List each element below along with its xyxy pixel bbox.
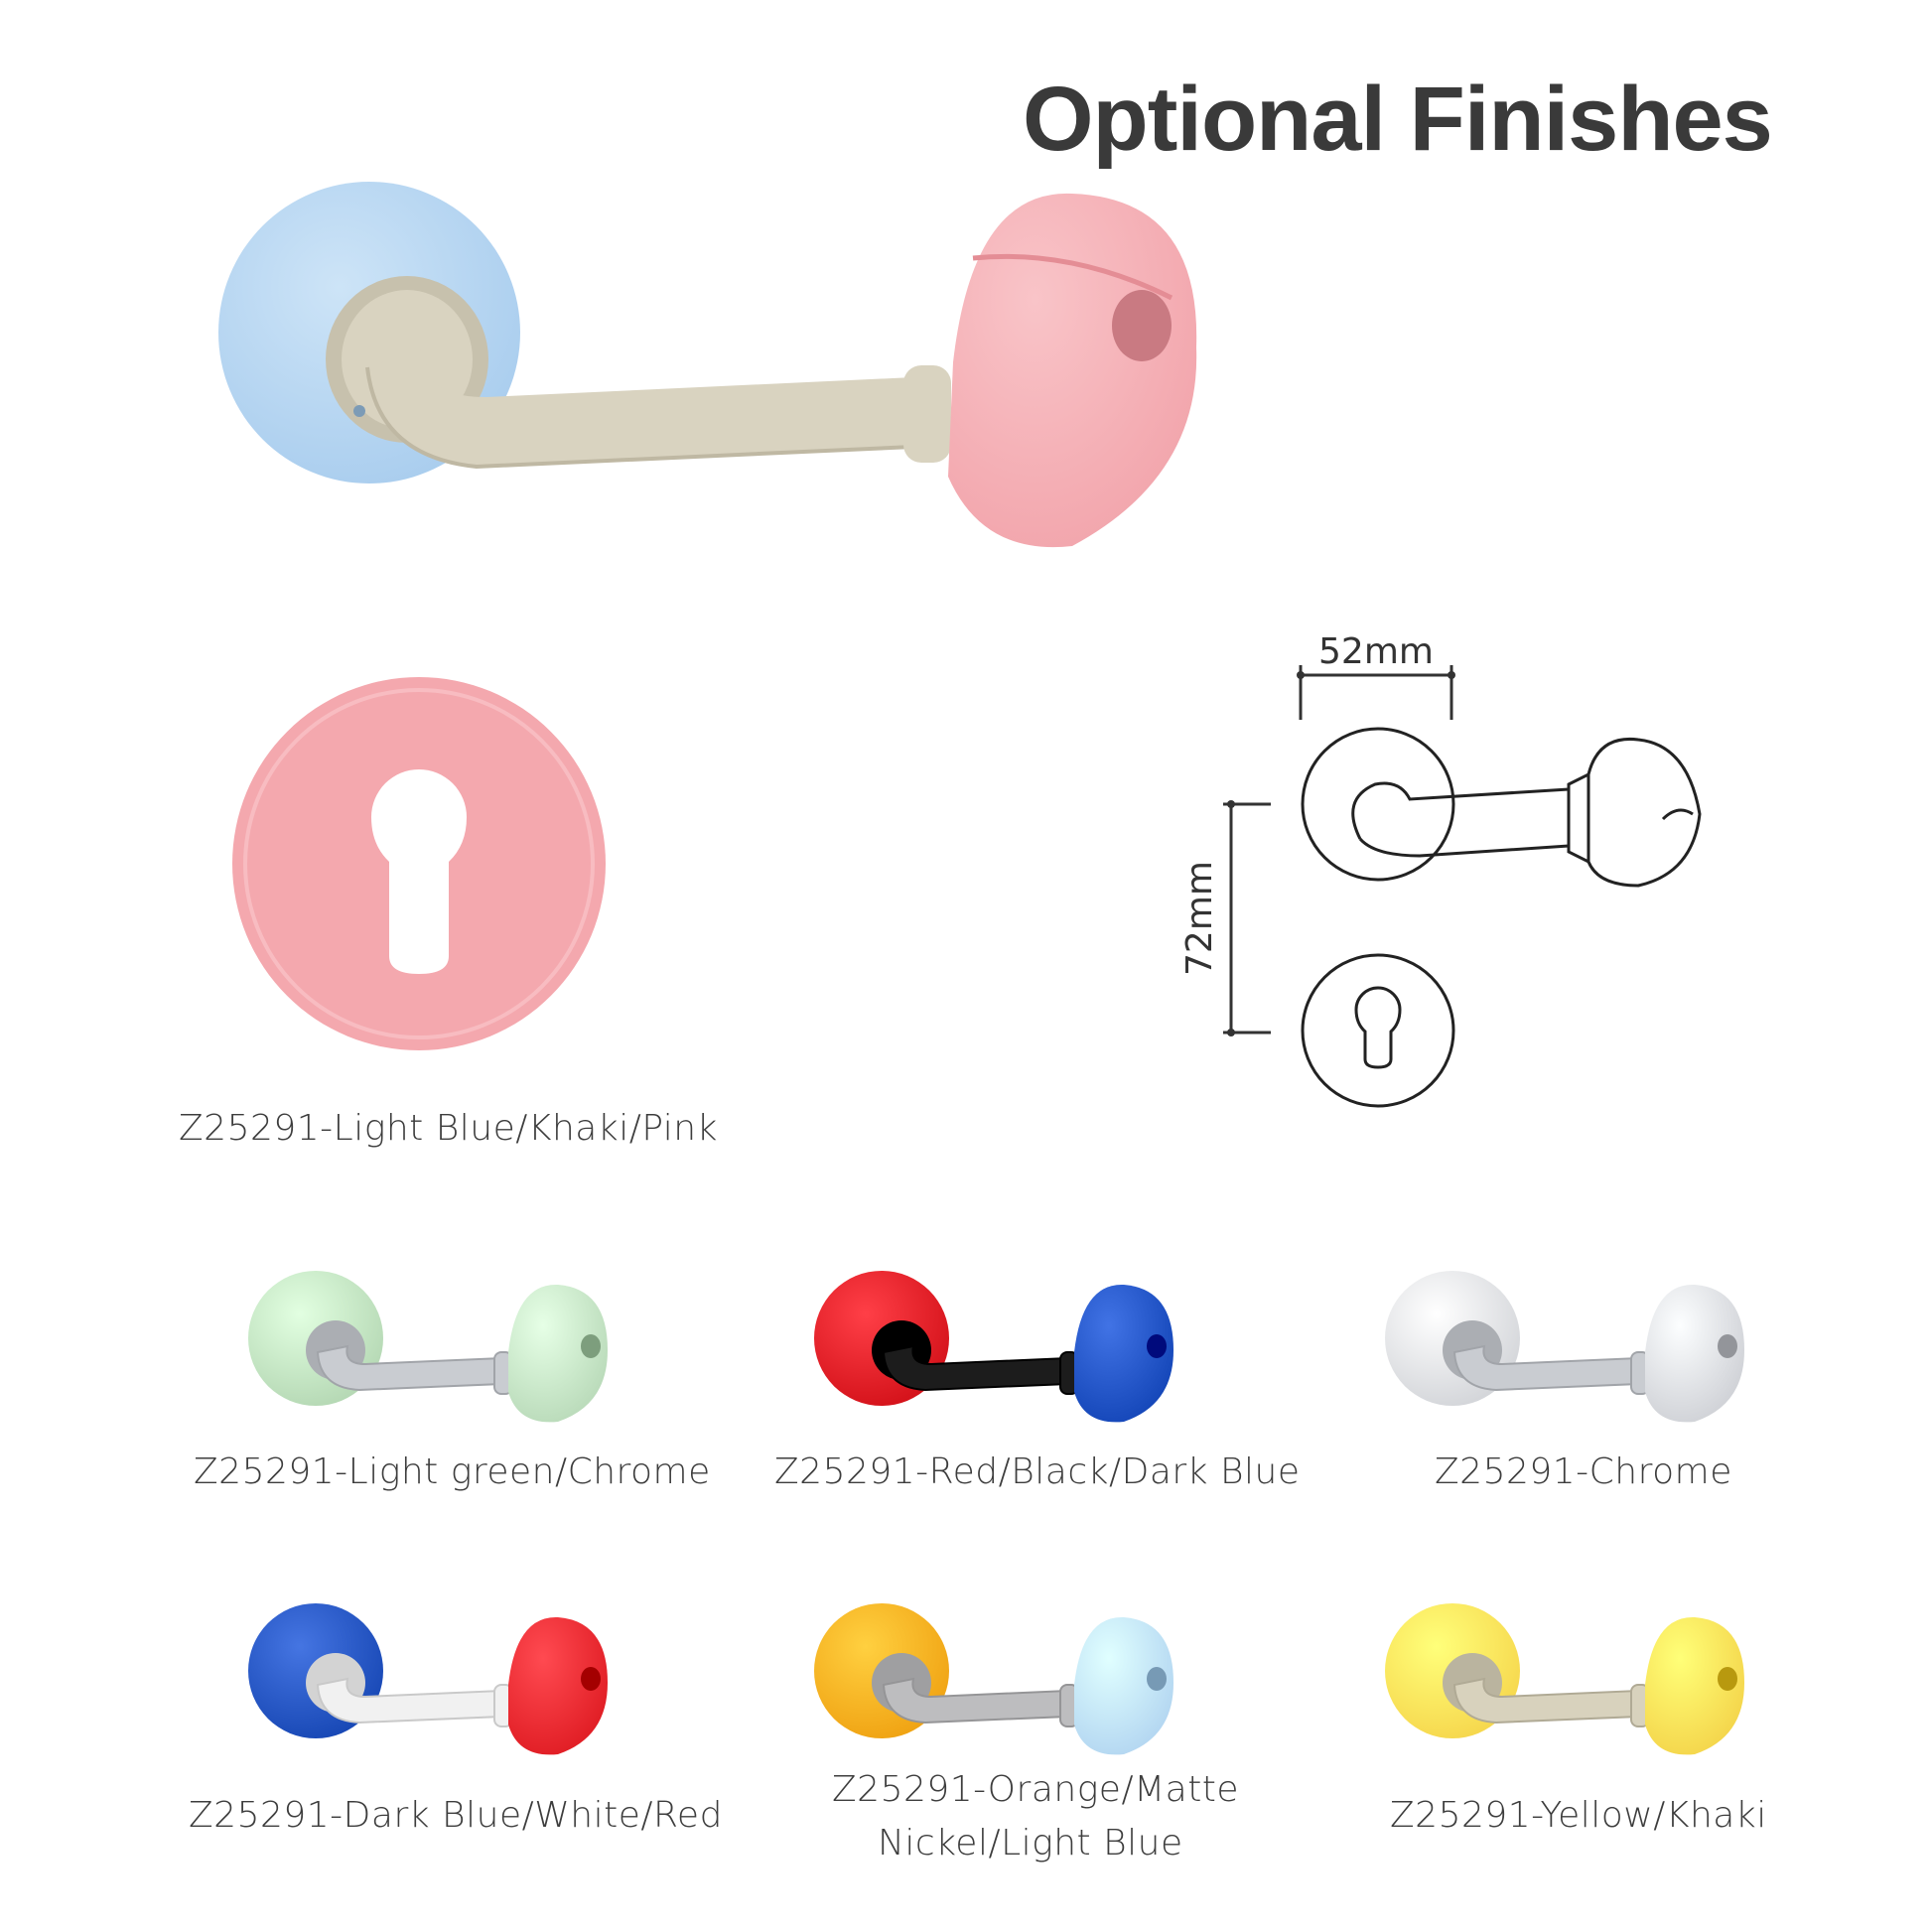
- page-title: Optional Finishes: [1023, 69, 1773, 170]
- dimension-diagram: 52mm 72mm: [1179, 631, 1702, 1108]
- variant-handle-image-5: [814, 1603, 1173, 1755]
- variant-lever-arm: [882, 1677, 1068, 1725]
- variant-caption-5-line-2: Nickel/Light Blue: [878, 1823, 1183, 1863]
- escutcheon-outline: [1301, 953, 1455, 1108]
- width-dimension-line: [1297, 665, 1455, 720]
- width-label: 52mm: [1318, 631, 1434, 672]
- variant-lever-arm: [316, 1344, 502, 1392]
- variant-lever-arm: [1452, 1344, 1639, 1392]
- variant-tip-notch: [1147, 1334, 1167, 1358]
- height-dimension-line: [1223, 800, 1271, 1036]
- variant-caption-3: Z25291-Chrome: [1435, 1451, 1732, 1492]
- hero-lever-arm: [367, 347, 913, 467]
- variant-tip-notch: [1147, 1667, 1167, 1691]
- variant-tip: [508, 1284, 608, 1423]
- variant-tip: [1645, 1284, 1744, 1423]
- handle-outline: [1301, 727, 1702, 888]
- escutcheon-image: [232, 677, 606, 1050]
- variant-tip-notch: [581, 1334, 601, 1358]
- variant-lever-arm: [1452, 1677, 1639, 1725]
- variant-handle-image-6: [1385, 1603, 1744, 1755]
- variant-tip: [1074, 1616, 1173, 1755]
- variant-caption-2: Z25291-Red/Black/Dark Blue: [774, 1451, 1301, 1492]
- variant-tip-notch: [581, 1667, 601, 1691]
- variant-handle-image-2: [814, 1271, 1173, 1423]
- hero-caption: Z25291-Light Blue/Khaki/Pink: [179, 1108, 718, 1149]
- variant-lever-arm: [316, 1677, 502, 1725]
- variant-caption-6: Z25291-Yellow/Khaki: [1390, 1795, 1767, 1836]
- variant-tip-notch: [1718, 1667, 1737, 1691]
- variant-tip: [508, 1616, 608, 1755]
- variant-handle-image-3: [1385, 1271, 1744, 1423]
- variant-tip: [1645, 1616, 1744, 1755]
- hero-lever-handle-image: [218, 182, 1197, 548]
- variant-tip-notch: [1718, 1334, 1737, 1358]
- variant-caption-1: Z25291-Light green/Chrome: [194, 1451, 711, 1492]
- variant-caption-5-line-1: Z25291-Orange/Matte: [832, 1769, 1240, 1810]
- variant-handle-image-1: [248, 1271, 608, 1423]
- variant-caption-4: Z25291-Dark Blue/White/Red: [189, 1795, 723, 1836]
- variant-lever-arm: [882, 1344, 1068, 1392]
- hero-tip: [948, 193, 1197, 548]
- keyhole-cutout: [371, 769, 467, 974]
- variant-tip: [1074, 1284, 1173, 1423]
- variant-handle-image-4: [248, 1603, 608, 1755]
- height-label: 72mm: [1179, 861, 1220, 976]
